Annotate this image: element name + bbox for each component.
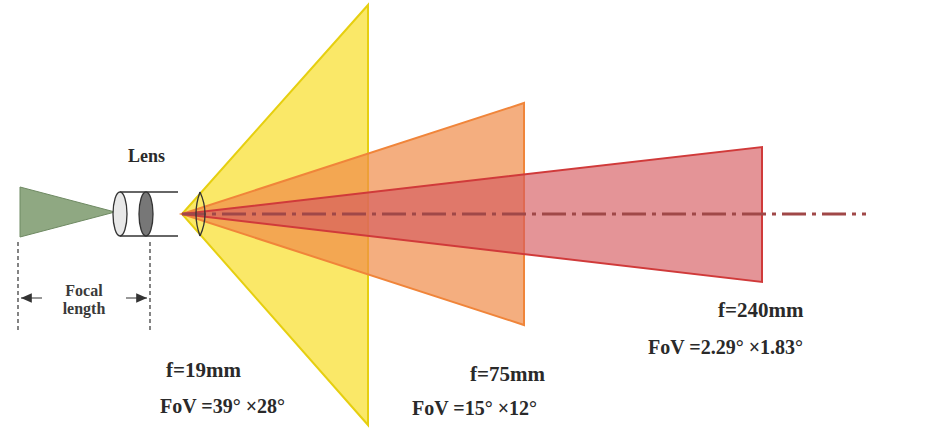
fov-value: FoV =2.29° ×1.83°	[648, 336, 803, 359]
focal-length-value: f=240mm	[718, 298, 803, 322]
lens-symbol	[113, 192, 205, 236]
focal-length-value: f=75mm	[470, 362, 545, 386]
dimension-label: Focal length	[42, 282, 126, 319]
lens-label: Lens	[128, 146, 165, 167]
fov-value: FoV =15° ×12°	[412, 397, 537, 420]
focal-length-value: f=19mm	[166, 358, 241, 382]
fov-value: FoV =39° ×28°	[160, 395, 285, 418]
focal-length-dimension	[18, 242, 150, 332]
optical-axis	[182, 213, 866, 216]
object-triangle	[20, 187, 115, 237]
